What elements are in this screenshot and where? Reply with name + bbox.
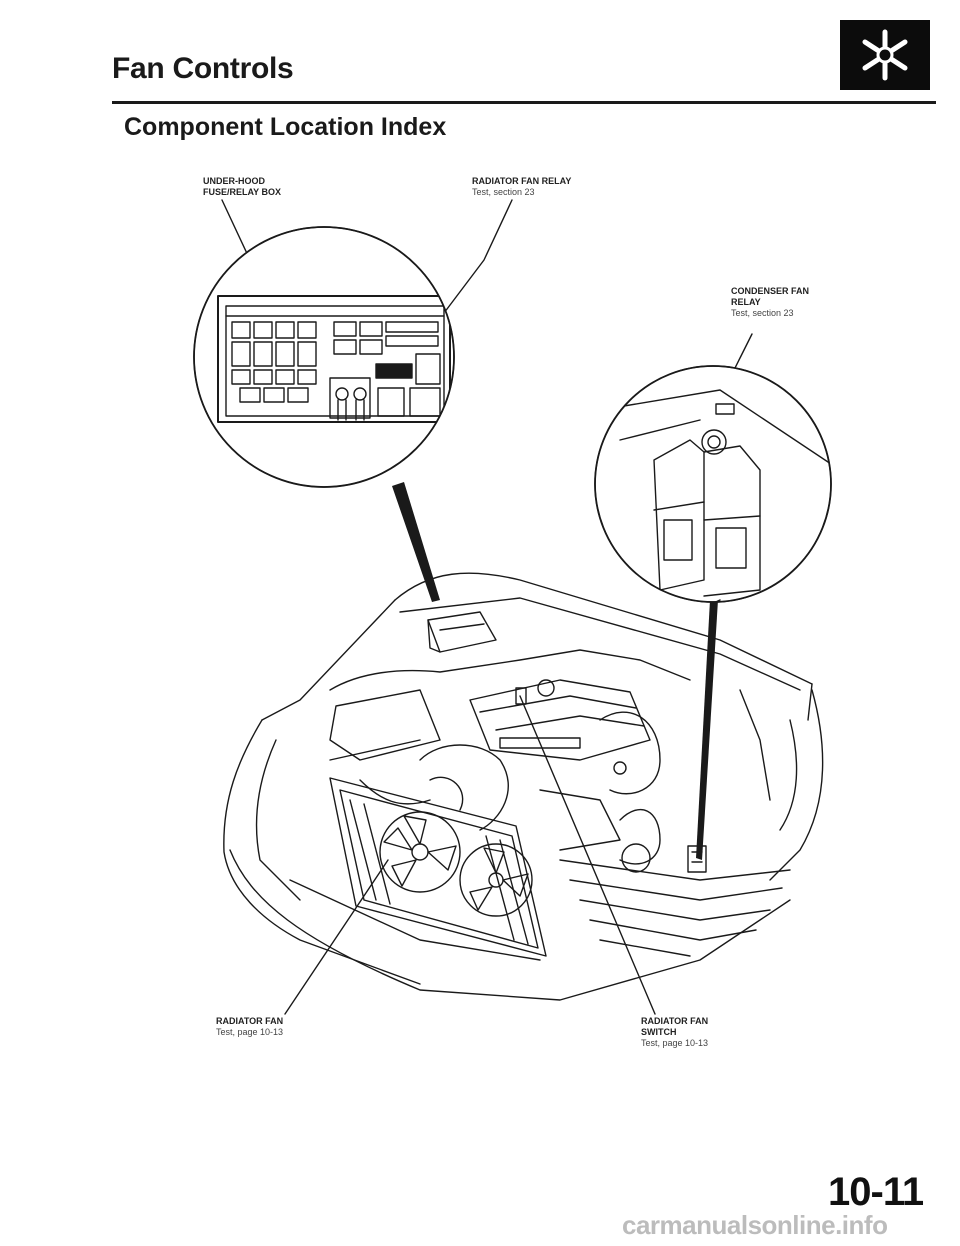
- fuse-box-detail: [217, 295, 451, 423]
- engine-outline: [329, 611, 691, 873]
- leader-fan-switch: [519, 695, 656, 1015]
- detail-circle-fuse-box: [193, 226, 455, 488]
- detail-circle-condenser-relay: [594, 365, 832, 603]
- label-switch-ref: Test, page 10-13: [641, 1038, 709, 1048]
- label-radiator-fan: RADIATOR FAN Test, page 10-13: [216, 1016, 283, 1038]
- label-fuse-line1: UNDER-HOOD: [203, 176, 265, 186]
- label-fuse-line2: FUSE/RELAY BOX: [203, 187, 282, 197]
- header-rule: [112, 101, 936, 104]
- watermark: carmanualsonline.info: [622, 1210, 888, 1240]
- fan-snowflake-icon: [840, 20, 930, 90]
- page-number: 10-11: [828, 1170, 924, 1214]
- radiator-fan-blades: [379, 811, 461, 893]
- condenser-relay-location: [687, 845, 707, 873]
- label-condenser-line2: RELAY: [731, 297, 761, 307]
- zoom-pointer-condenser-relay: [696, 600, 718, 860]
- label-condenser-ref: Test, section 23: [731, 308, 794, 318]
- condenser-relay-detail: [599, 389, 831, 602]
- label-condenser-line1: CONDENSER FAN: [731, 286, 810, 296]
- label-radiator-fan-ref: Test, page 10-13: [216, 1027, 284, 1037]
- label-radiator-fan-relay: RADIATOR FAN RELAY Test, section 23: [472, 176, 571, 198]
- label-radiator-fan-relay-ref: Test, section 23: [472, 187, 535, 197]
- label-condenser-fan-relay: CONDENSER FAN RELAY Test, section 23: [731, 286, 809, 319]
- vehicle-front-outline: [223, 572, 824, 1001]
- zoom-pointer-fuse-box: [392, 482, 440, 602]
- page-title: Fan Controls: [112, 52, 294, 85]
- label-switch-line2: SWITCH: [641, 1027, 677, 1037]
- leader-radiator-fan: [284, 859, 389, 1015]
- label-radiator-fan-relay-name: RADIATOR FAN RELAY: [472, 176, 572, 186]
- label-switch-line1: RADIATOR FAN: [641, 1016, 709, 1026]
- section-subtitle: Component Location Index: [124, 113, 447, 141]
- label-fuse-relay-box: UNDER-HOOD FUSE/RELAY BOX: [203, 176, 281, 198]
- label-radiator-fan-name: RADIATOR FAN: [216, 1016, 284, 1026]
- condenser-fan-blades: [459, 843, 533, 917]
- label-radiator-fan-switch: RADIATOR FAN SWITCH Test, page 10-13: [641, 1016, 708, 1049]
- radiator-assembly: [329, 777, 547, 957]
